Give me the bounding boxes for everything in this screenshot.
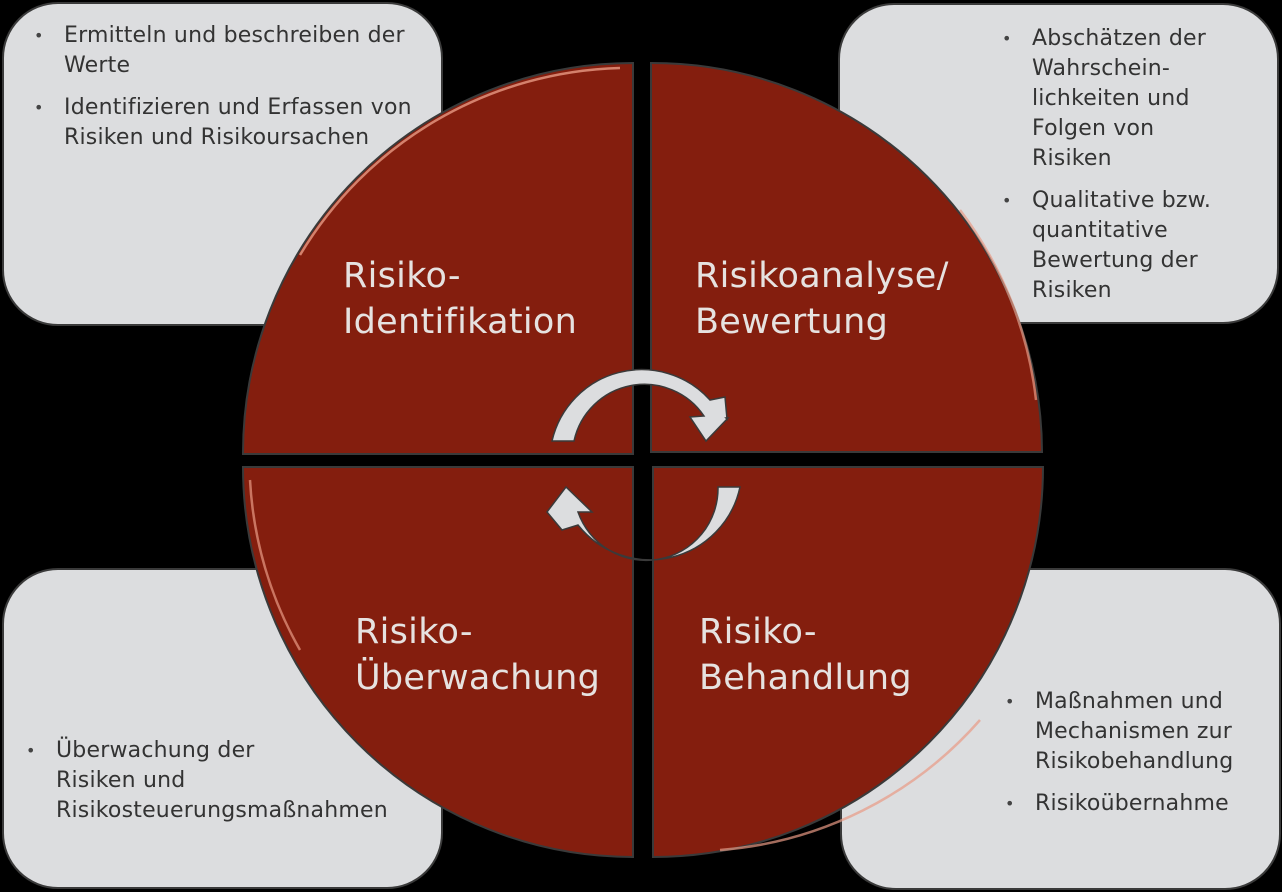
quadrant-bl [241, 466, 634, 859]
label-line: Risiko- [355, 612, 473, 652]
quadrant-label-behandlung: Risiko- Behandlung [699, 609, 912, 701]
quadrant-br [652, 466, 1045, 859]
bullet-list: Ermitteln und beschreiben der Werte Iden… [34, 21, 434, 165]
label-line: Risiko- [343, 256, 461, 296]
bullet-item: Ermitteln und beschreiben der Werte [34, 21, 434, 81]
description-box-identifikation: Ermitteln und beschreiben der Werte Iden… [2, 2, 443, 326]
bullet-item: Risikoübernahme [1005, 789, 1275, 819]
label-line: Bewertung [695, 302, 889, 342]
label-line: Risikoanalyse/ [695, 256, 949, 296]
bullet-item: Identifizieren und Erfassen von Risiken … [34, 93, 434, 153]
bullet-list: Überwachung der Risiken und Risikosteuer… [26, 736, 446, 838]
bullet-list: Abschätzen der Wahrschein-lichkeiten und… [1002, 24, 1242, 318]
label-line: Risiko- [699, 612, 817, 652]
quadrant-tl [241, 61, 634, 455]
quadrant-tr [650, 61, 1044, 453]
quadrant-label-bewertung: Risikoanalyse/ Bewertung [695, 253, 949, 345]
circular-arrows-icon [546, 368, 741, 562]
bullet-item: Qualitative bzw. quantitative Bewertung … [1002, 186, 1252, 306]
label-line: Behandlung [699, 658, 912, 698]
bullet-list: Maßnahmen und Mechanismen zur Risikobeha… [1005, 687, 1275, 831]
quadrant-label-ueberwachung: Risiko- Überwachung [355, 609, 600, 701]
bullet-item: Maßnahmen und Mechanismen zur Risikobeha… [1005, 687, 1282, 777]
quadrant-label-identifikation: Risiko- Identifikation [343, 253, 577, 345]
bullet-item: Abschätzen der Wahrschein-lichkeiten und… [1002, 24, 1222, 174]
label-line: Identifikation [343, 302, 578, 342]
label-line: Überwachung [355, 658, 601, 698]
